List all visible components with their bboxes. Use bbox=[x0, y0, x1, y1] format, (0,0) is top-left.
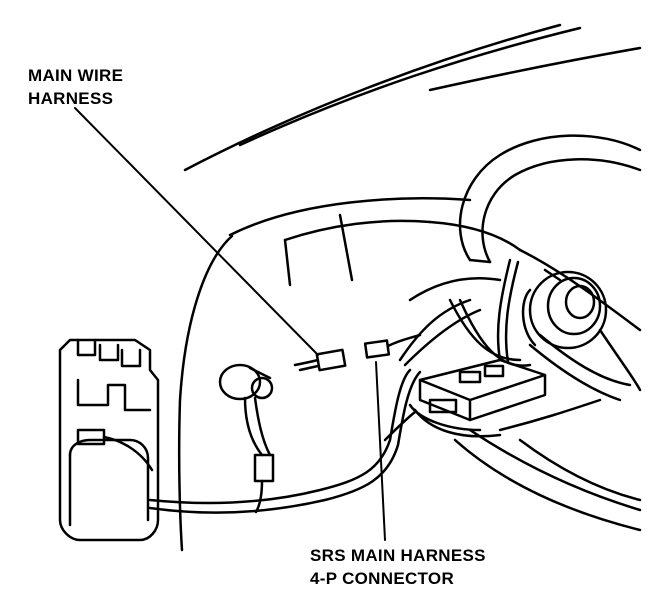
srs-unit bbox=[418, 358, 547, 422]
fuse-box bbox=[58, 338, 160, 542]
leader-lines bbox=[74, 107, 386, 541]
cable-reel bbox=[521, 268, 642, 392]
srs-harness bbox=[398, 258, 632, 438]
windshield-lines bbox=[183, 23, 642, 172]
round-connector bbox=[218, 363, 275, 514]
srs-connector-label-line1: SRS MAIN HARNESS bbox=[310, 546, 486, 565]
main-harness-routing bbox=[148, 368, 422, 514]
main-wire-leader-line bbox=[74, 107, 319, 356]
main-wire-harness-label: MAIN WIRE HARNESS bbox=[28, 64, 123, 110]
srs-connector-label-line2: 4-P CONNECTOR bbox=[310, 569, 455, 588]
srs-4p-connector-drawing bbox=[363, 333, 422, 359]
main-wire-harness-label-line2: HARNESS bbox=[28, 89, 114, 108]
steering-wheel bbox=[458, 134, 642, 264]
srs-connector-label: SRS MAIN HARNESS 4-P CONNECTOR bbox=[310, 544, 486, 590]
main-wire-harness-label-line1: MAIN WIRE bbox=[28, 66, 124, 85]
main-wire-connector-drawing bbox=[293, 348, 347, 372]
dashboard-outline bbox=[177, 197, 642, 552]
srs-connector-leader-line bbox=[375, 361, 386, 541]
